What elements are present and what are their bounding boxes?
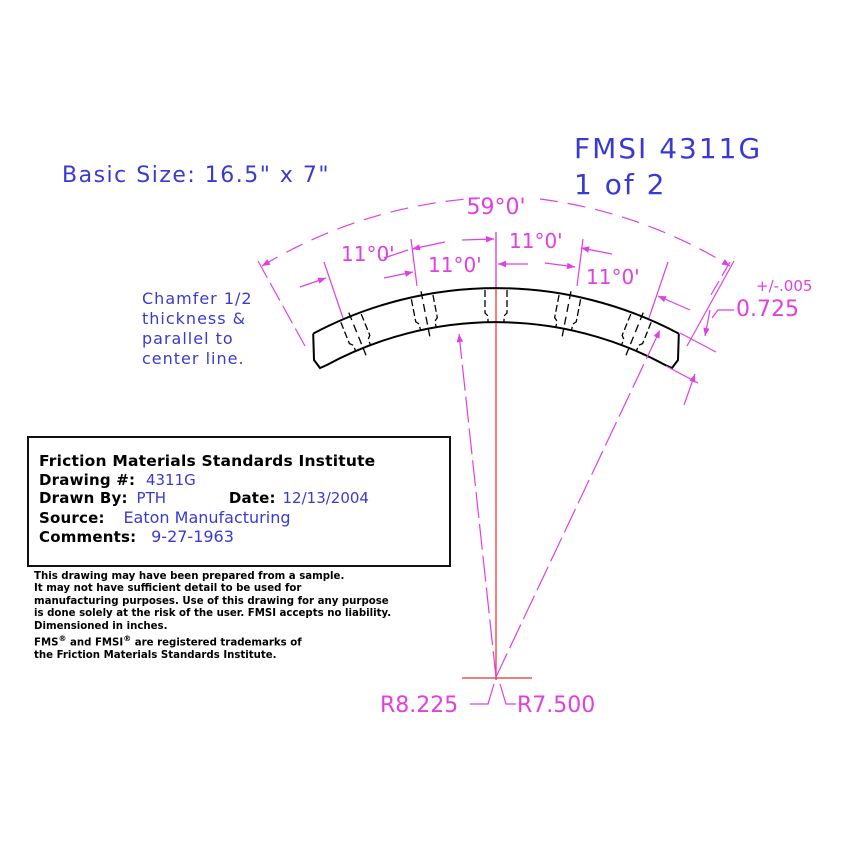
svg-text:center line.: center line. [142, 349, 245, 368]
slot-angle-label-1: 11°0' [341, 242, 395, 266]
dimension-11deg-right-inner [498, 260, 576, 270]
svg-text:parallel to: parallel to [142, 329, 234, 348]
slot-left-1 [410, 291, 439, 337]
comments-value: 9-27-1963 [151, 527, 234, 546]
slot-angle-label-2: 11°0' [428, 253, 482, 277]
slot-angle-label-3: 11°0' [509, 229, 563, 253]
svg-text:Chamfer 1/2: Chamfer 1/2 [142, 289, 253, 308]
brake-block-outline [312, 287, 680, 370]
source-label: Source: [39, 509, 105, 527]
centerline [462, 232, 532, 680]
date-value: 12/13/2004 [282, 489, 369, 507]
dimension-59deg [257, 197, 735, 347]
date-label: Date: [228, 489, 276, 507]
inner-radius-label: R7.500 [517, 693, 595, 718]
organization-name: Friction Materials Standards Institute [39, 452, 376, 470]
drawn-by-label: Drawn By: [39, 489, 128, 507]
slot-right-1 [553, 291, 582, 337]
dimension-11deg-right-outer [580, 246, 691, 311]
slot-angle-label-4: 11°0' [586, 265, 640, 289]
radius-leaders [456, 329, 661, 705]
drawn-by-row: Drawn By: PTH Date: 12/13/2004 [39, 489, 369, 507]
outer-radius-label: R8.225 [380, 693, 458, 718]
source-row: Source: Eaton Manufacturing [39, 508, 291, 527]
thickness-value: 0.725 [736, 297, 799, 322]
drawing-number-row: Drawing #: 4311G [39, 471, 196, 489]
dimension-11deg-left-outer [299, 249, 409, 288]
svg-text:thickness &: thickness & [142, 309, 246, 328]
drawing-number-label: Drawing #: [39, 471, 136, 489]
chamfer-note: Chamfer 1/2 thickness & parallel to cent… [142, 289, 253, 368]
total-angle-label: 59°0' [466, 195, 525, 220]
comments-label: Comments: [39, 528, 137, 546]
basic-size-label: Basic Size: 16.5" x 7" [62, 163, 330, 188]
drawn-by-value: PTH [136, 489, 167, 507]
drawing-number-value: 4311G [145, 471, 196, 489]
dimension-11deg-left-inner [383, 236, 495, 279]
source-value: Eaton Manufacturing [123, 508, 291, 527]
slot-right-2 [620, 312, 652, 356]
trademark-line: FMS® and FMSI® are registered trademarks… [34, 634, 302, 649]
thickness-tolerance: +/-.005 [756, 277, 812, 295]
slot-center [484, 290, 508, 322]
title-block: Friction Materials Standards Institute D… [27, 436, 451, 567]
slot-left-2 [340, 312, 372, 356]
dimension-thickness [665, 261, 734, 406]
comments-row: Comments: 9-27-1963 [39, 527, 234, 546]
sheet-number: 1 of 2 [574, 168, 666, 201]
part-number-title: FMSI 4311G [574, 132, 762, 165]
disclaimer-text: This drawing may have been prepared from… [34, 571, 392, 661]
